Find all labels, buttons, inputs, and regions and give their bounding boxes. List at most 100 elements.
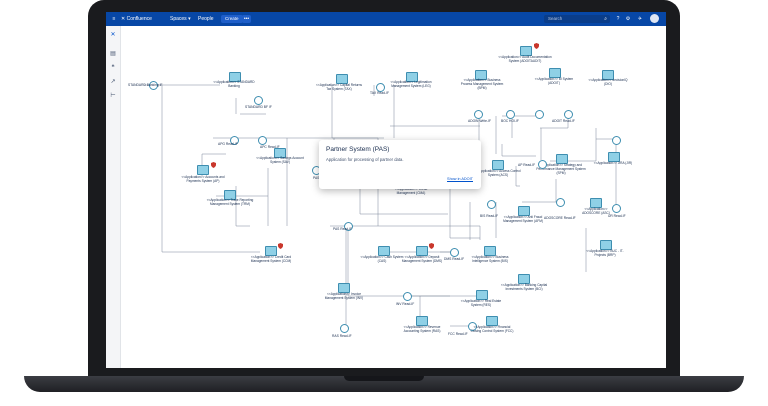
application-node[interactable] <box>416 316 428 326</box>
show-in-adoit-link[interactable]: Show in ADOIT <box>447 177 473 181</box>
application-node[interactable] <box>492 160 504 170</box>
interface-circle <box>506 110 515 119</box>
interface-circle <box>474 110 483 119</box>
application-label: <<Application>> JIRA (JIR) <box>593 161 633 165</box>
shield-icon <box>278 243 283 249</box>
application-label: <<Application>> Business Process Managem… <box>460 78 504 90</box>
chevron-down-icon: ▾ <box>188 16 191 22</box>
application-label: <<Application>> Banking Capital Investme… <box>500 283 548 291</box>
more-button[interactable]: ••• <box>242 15 251 23</box>
interface-circle <box>556 198 565 207</box>
application-node[interactable] <box>229 72 241 82</box>
application-node[interactable] <box>484 246 496 256</box>
interface-label: DMS Read-IF <box>444 257 465 261</box>
application-node[interactable] <box>590 198 602 208</box>
interface-circle <box>450 248 459 257</box>
interface-circle <box>340 324 349 333</box>
application-label: <<Application>> BI System (ADOIT) <box>534 77 574 85</box>
interface-circle <box>535 110 544 119</box>
hierarchy-icon[interactable]: ⊢ <box>110 93 116 99</box>
application-label: <<Application>> Credit Card Management S… <box>250 255 292 263</box>
interface-label: STANDARD Banking IF <box>128 83 163 87</box>
application-node[interactable] <box>549 68 561 78</box>
application-label: <<Application>> Access Control System (A… <box>475 169 521 177</box>
interface-label: FCC Read-IF <box>448 332 468 336</box>
interface-circle <box>538 160 547 169</box>
help-icon[interactable]: ? <box>616 16 620 22</box>
spaces-menu[interactable]: Spaces ▾ <box>170 12 191 26</box>
settings-icon[interactable]: ⚙ <box>625 16 631 22</box>
avatar[interactable] <box>650 14 659 23</box>
application-label: <<Application>> Invoice Management Syste… <box>324 292 364 300</box>
interface-circle <box>612 204 621 213</box>
interface-circle <box>403 292 412 301</box>
top-navigation-bar: ≡ ✕ Confluence Spaces ▾ People Create ••… <box>106 12 666 26</box>
interface-label: INV Read-IF <box>396 302 415 306</box>
interface-label: APC Read-IF <box>260 145 280 149</box>
create-button[interactable]: Create <box>221 15 243 23</box>
application-node[interactable] <box>378 246 390 256</box>
application-label: <<Application>> Financial Closing Contro… <box>470 325 514 333</box>
interface-circle <box>258 136 267 145</box>
diagram-connectors <box>144 84 617 327</box>
application-node[interactable] <box>475 70 487 80</box>
interface-label: ADOSCORE Read-IF <box>544 216 576 220</box>
interface-circle <box>468 322 477 331</box>
interface-circle <box>230 136 239 145</box>
quote-icon[interactable]: ❝ <box>111 65 115 71</box>
interface-label: UR Read-IF <box>608 214 626 218</box>
application-node[interactable] <box>486 316 498 326</box>
interface-label: AP Read-IF <box>518 163 536 167</box>
search-input[interactable]: Search ⌕ <box>544 15 610 23</box>
interface-label: PAS Read-IF <box>333 227 353 231</box>
notifications-icon[interactable]: ✈ <box>637 16 643 22</box>
application-node[interactable] <box>265 246 277 256</box>
interface-label: RAS Read-IF <box>332 334 352 338</box>
shield-icon <box>534 43 539 49</box>
application-node[interactable] <box>336 74 348 84</box>
application-node[interactable] <box>406 72 418 82</box>
application-node[interactable] <box>556 154 568 164</box>
confluence-sidebar-icon[interactable]: ✕ <box>110 32 116 38</box>
application-label: <<Application>> Savings Account System (… <box>256 156 304 164</box>
application-node[interactable] <box>608 152 620 162</box>
application-node[interactable] <box>476 290 488 300</box>
shield-icon <box>211 162 216 168</box>
menu-icon[interactable]: ≡ <box>112 16 116 22</box>
application-node[interactable] <box>338 283 350 293</box>
application-node[interactable] <box>600 240 612 250</box>
people-link[interactable]: People <box>198 16 214 22</box>
application-node[interactable] <box>416 246 428 256</box>
application-node[interactable] <box>197 165 209 175</box>
application-node[interactable] <box>602 70 614 80</box>
application-node[interactable] <box>518 206 530 216</box>
interface-label: BIS Read-IF <box>480 214 499 218</box>
interface-circle <box>376 83 385 92</box>
application-node[interactable] <box>224 190 236 200</box>
application-node[interactable] <box>520 46 532 56</box>
application-label: <<Application>> Revenue Accounting Syste… <box>403 325 441 333</box>
spaces-label: Spaces <box>170 16 187 22</box>
application-label: <<Application>> STANDARD Banking <box>213 80 255 88</box>
search-placeholder: Search <box>548 16 563 21</box>
interface-label: APG Read-IF <box>218 142 238 146</box>
application-label: <<Application>> Strategy and Performance… <box>536 163 586 175</box>
application-label: <<Application>> Cash System (CAS) <box>360 255 404 263</box>
partner-system-popup: Partner System (PAS) Application for pro… <box>319 140 481 189</box>
popup-title: Partner System (PAS) <box>326 146 390 153</box>
application-label: <<Application>> Legitimation Management … <box>390 80 432 88</box>
application-label: <<Application>> ADOSCORE (ASC) <box>582 207 610 215</box>
interface-label: ADOIN Write-IF <box>468 119 492 123</box>
application-label: <<Application>> Credit Management (CMA) <box>394 187 428 195</box>
application-node[interactable] <box>274 148 286 158</box>
sidebar: ✕ ▤ ❝ ↗ ⊢ <box>106 26 121 368</box>
screen: ≡ ✕ Confluence Spaces ▾ People Create ••… <box>106 12 666 368</box>
architecture-diagram: STANDARD Banking IF <<Application>> STAN… <box>120 26 666 368</box>
laptop-base <box>24 376 744 392</box>
application-node[interactable] <box>518 274 530 284</box>
page-icon[interactable]: ▤ <box>110 51 116 57</box>
interface-label: ADOIT Read-IF <box>552 119 575 123</box>
application-label: <<Application>> decisionIQ (DIO) <box>588 78 628 86</box>
external-link-icon[interactable]: ↗ <box>110 79 116 85</box>
confluence-logo[interactable]: ✕ Confluence <box>121 12 152 26</box>
